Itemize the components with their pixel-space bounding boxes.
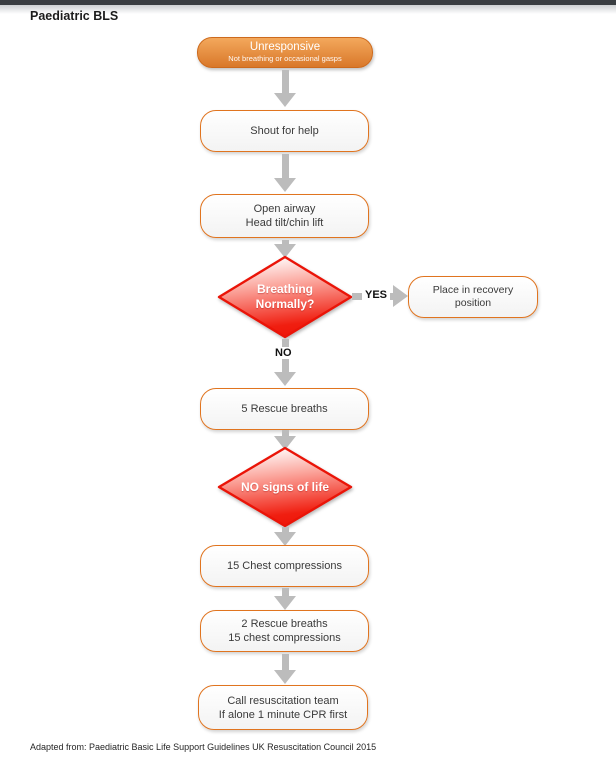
arrow-head — [274, 436, 296, 450]
node-unresponsive-title: Unresponsive — [249, 41, 321, 53]
node-chest-compressions-label: 15 Chest compressions — [227, 560, 342, 572]
flow-arrow-8 — [274, 654, 296, 684]
node-call-team: Call resuscitation team If alone 1 minut… — [198, 685, 368, 730]
flow-arrow-3 — [274, 240, 296, 258]
node-rescue-breaths: 5 Rescue breaths — [200, 388, 369, 430]
node-cycle-line2: 15 chest compressions — [228, 632, 341, 644]
decision-signs-shape — [217, 446, 353, 528]
decision-breathing-line2: Normally? — [255, 297, 315, 311]
arrow-head — [274, 244, 296, 258]
decision-breathing: Breathing Normally? — [216, 255, 354, 339]
node-unresponsive: Unresponsive Not breathing or occasional… — [197, 37, 373, 68]
node-recovery-line2: position — [454, 297, 492, 309]
yes-label: YES — [362, 289, 391, 301]
flow-arrow-6 — [274, 527, 296, 546]
node-cycle-line1: 2 Rescue breaths — [241, 618, 328, 630]
node-chest-compressions: 15 Chest compressions — [200, 545, 369, 587]
decision-signs: NO signs of life — [216, 446, 354, 528]
node-call-line1: Call resuscitation team — [227, 694, 339, 707]
page-top-shadow — [0, 5, 616, 14]
flow-arrow-5 — [274, 430, 296, 450]
arrow-shaft — [281, 430, 289, 436]
node-shout-label: Shout for help — [250, 125, 319, 137]
node-airway-line2: Head tilt/chin lift — [245, 217, 324, 229]
node-call-line2: If alone 1 minute CPR first — [218, 708, 348, 721]
flow-arrow-2 — [274, 154, 296, 192]
arrow-shaft — [281, 70, 289, 93]
node-unresponsive-subtitle: Not breathing or occasional gasps — [228, 54, 342, 63]
decision-breathing-line1: Breathing — [256, 282, 313, 296]
page-title: Paediatric BLS — [30, 9, 119, 23]
arrow-head — [393, 285, 408, 307]
arrow-shaft — [281, 588, 289, 596]
decision-signs-label: NO signs of life — [240, 479, 329, 494]
node-shout-for-help: Shout for help — [200, 110, 369, 152]
node-open-airway: Open airway Head tilt/chin lift — [200, 194, 369, 238]
arrow-shaft — [281, 654, 289, 670]
node-cpr-cycle: 2 Rescue breaths 15 chest compressions — [200, 610, 369, 652]
arrow-head — [274, 372, 296, 386]
arrow-head — [274, 670, 296, 684]
decision-breathing-shape — [217, 255, 353, 339]
node-airway-line1: Open airway — [253, 203, 316, 215]
flow-arrow-7 — [274, 588, 296, 610]
page-top-edge — [0, 0, 616, 5]
arrow-head — [274, 532, 296, 546]
node-recovery-position: Place in recovery position — [408, 276, 538, 318]
no-label: NO — [272, 347, 295, 359]
node-recovery-line1: Place in recovery — [432, 283, 514, 296]
node-rescue-breaths-label: 5 Rescue breaths — [241, 403, 328, 415]
arrow-shaft — [281, 154, 289, 178]
flow-arrow-1 — [274, 70, 296, 107]
arrow-head — [274, 178, 296, 192]
arrow-head — [274, 596, 296, 610]
source-note: Adapted from: Paediatric Basic Life Supp… — [30, 742, 377, 752]
arrow-shaft — [281, 240, 289, 244]
arrow-head — [274, 93, 296, 107]
arrow-shaft — [281, 527, 289, 532]
